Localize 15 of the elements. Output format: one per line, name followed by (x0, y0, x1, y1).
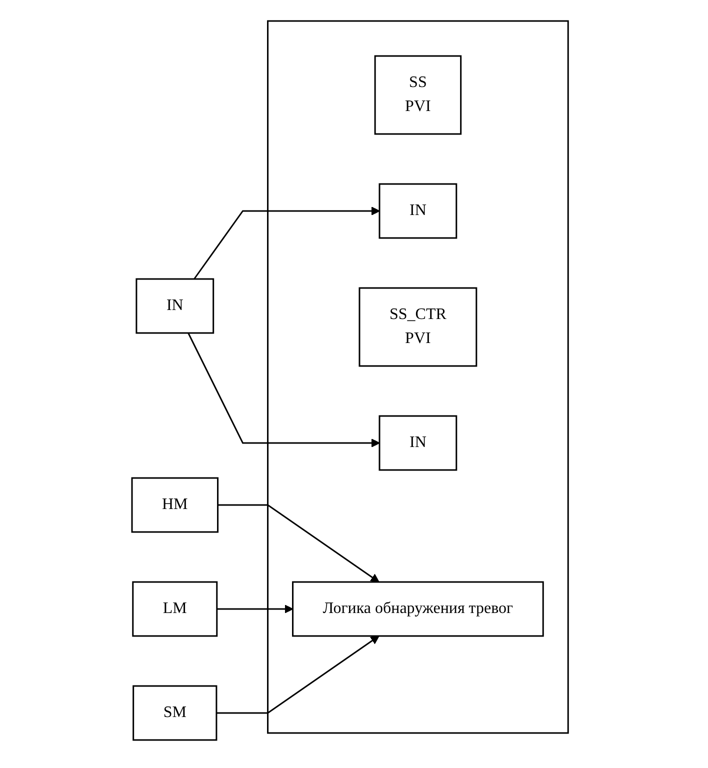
arrow (194, 206, 380, 279)
node-box: LM (132, 580, 218, 636)
node-box: SS PVI (374, 54, 462, 134)
node-box: IN (378, 182, 458, 238)
arrow (216, 604, 294, 613)
node-box: IN (136, 278, 214, 334)
node-box: Логика обнаружения тревог (292, 580, 544, 636)
node-box: SM (132, 684, 218, 740)
arrow (188, 332, 380, 447)
cluster (266, 20, 569, 734)
node-box: HM (131, 476, 218, 532)
arrow (218, 504, 380, 582)
node-box: IN (378, 414, 458, 470)
arrow (216, 635, 380, 714)
node-box: SS_CTR PVI (358, 286, 478, 366)
